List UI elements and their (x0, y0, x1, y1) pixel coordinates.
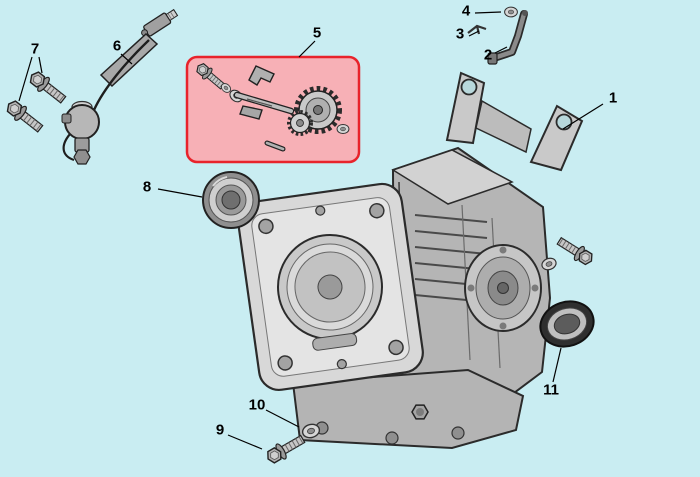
leader-line-2 (494, 46, 508, 54)
leader-lines (18, 11, 604, 450)
governor-pin (264, 140, 286, 152)
leader-line-8 (157, 188, 203, 198)
leader-line-10 (265, 409, 300, 428)
sensor-wire-loop (62, 133, 75, 162)
mount-bridge (475, 99, 532, 154)
leader-line-6 (120, 53, 133, 65)
leader-line-4 (474, 11, 502, 14)
mount-ear-left-hole (460, 78, 478, 96)
oil-seal-right (539, 300, 595, 348)
leader-line-1 (562, 103, 604, 130)
leader-line-7a (38, 56, 43, 74)
sensor-nub (61, 113, 72, 124)
flange-bolt-lower (2, 96, 47, 137)
front-face-plate (237, 182, 424, 391)
crankcase-illustration (237, 71, 584, 450)
leader-line-9 (227, 434, 263, 450)
callout-6[interactable]: 6 (112, 37, 122, 55)
flange-bolt-upper (25, 67, 70, 108)
leader-line-11 (552, 347, 562, 383)
callout-11[interactable]: 11 (543, 381, 559, 399)
callout-4[interactable]: 4 (461, 2, 471, 20)
tube-clip (467, 24, 487, 35)
callout-10[interactable]: 10 (248, 396, 266, 414)
leader-line-7b (18, 56, 33, 102)
callout-9[interactable]: 9 (215, 421, 225, 439)
sensor-assembly (61, 8, 179, 165)
governor-washer-right (336, 123, 350, 135)
sensor-hex-base (73, 149, 91, 165)
mount-ear-right-hole (555, 113, 573, 131)
tube-washer (504, 6, 518, 18)
drain-bolt (263, 430, 308, 468)
callout-1[interactable]: 1 (608, 89, 618, 107)
governor-holder-fork (248, 65, 275, 86)
side-plug-bolt (554, 233, 597, 269)
governor-shaft (233, 91, 295, 115)
callout-5[interactable]: 5 (312, 24, 322, 42)
crank-boss (464, 244, 542, 332)
leader-line-5 (298, 40, 316, 58)
block-top-platform (391, 149, 514, 205)
callout-7[interactable]: 7 (30, 40, 40, 58)
callout-8[interactable]: 8 (142, 178, 152, 196)
governor-clip-plate (239, 105, 263, 120)
callout-3[interactable]: 3 (455, 25, 465, 43)
governor-gear-small (287, 110, 313, 136)
spark-plug-cap (141, 8, 179, 37)
callout-2[interactable]: 2 (483, 46, 493, 64)
highlight-box[interactable] (185, 55, 361, 164)
governor-parts-group (193, 60, 350, 152)
leader-line-3 (468, 30, 480, 37)
sensor-wire (92, 39, 150, 111)
breather-tube (487, 10, 528, 65)
mount-ear-right (529, 104, 584, 172)
oil-seal-left (202, 171, 260, 229)
